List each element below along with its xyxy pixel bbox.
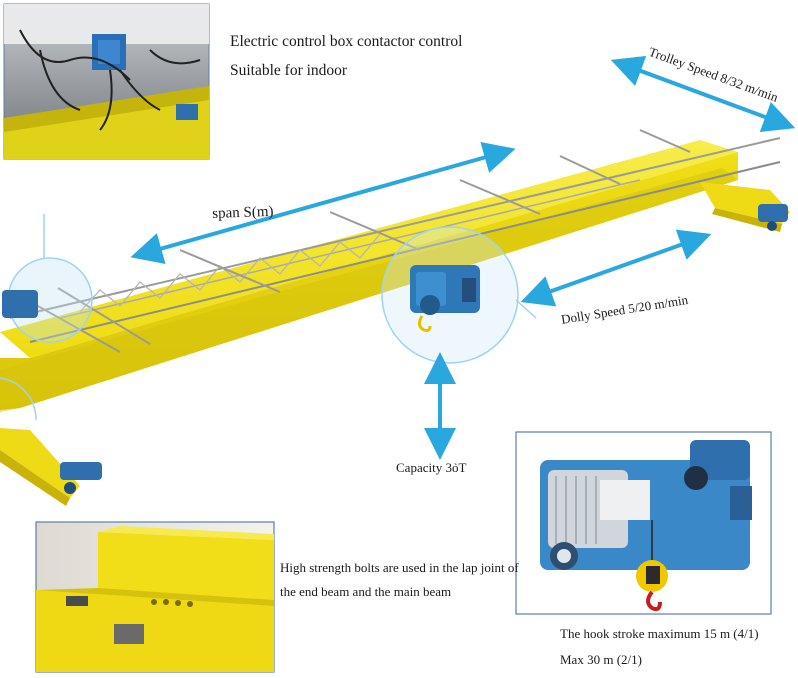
travel-motor-right bbox=[758, 204, 788, 231]
control-box-caption-line1: Electric control box contactor control bbox=[230, 33, 463, 50]
capacity-label: Capacity 3ỏT bbox=[396, 460, 467, 475]
span-arrow bbox=[130, 142, 516, 264]
trolley-speed-arrow bbox=[610, 55, 796, 133]
travel-motor-left bbox=[2, 290, 102, 494]
bolts-caption: High strength bolts are used in the lap … bbox=[280, 560, 519, 599]
control-box-caption-line2: Suitable for indoor bbox=[230, 62, 348, 79]
hook-stroke-line1: The hook stroke maximum 15 m (4/1) bbox=[560, 626, 759, 641]
span-label: span S(m) bbox=[212, 203, 274, 222]
photo-hoist bbox=[515, 431, 772, 615]
photo-beam-joint bbox=[35, 521, 275, 673]
dolly-speed-arrow bbox=[520, 229, 712, 307]
hook-stroke-line2: Max 30 m (2/1) bbox=[560, 652, 642, 667]
hoist-trolley bbox=[410, 265, 480, 332]
photo-control-box bbox=[3, 3, 210, 160]
dimension-arrows bbox=[130, 55, 796, 460]
